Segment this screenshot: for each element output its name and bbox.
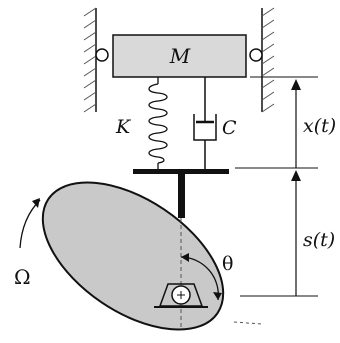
theta-label: θ <box>222 253 233 275</box>
spring-label: K <box>115 116 132 138</box>
s-label: s(t) <box>303 229 335 251</box>
right-roller <box>249 48 263 62</box>
damper-label: C <box>222 117 237 139</box>
s-dimension-arrow <box>291 170 301 296</box>
left-roller <box>95 48 109 62</box>
follower-stem <box>178 174 185 218</box>
right-wall <box>261 7 275 113</box>
omega-arrow <box>19 198 41 249</box>
cam-disk <box>41 181 225 331</box>
spring <box>148 77 168 170</box>
left-wall <box>83 7 97 113</box>
x-dimension-arrow <box>291 79 301 168</box>
pivot-support <box>154 283 208 308</box>
bottom-reference <box>233 321 263 325</box>
mass-label: M <box>169 44 191 68</box>
mass-block <box>112 34 247 78</box>
follower-plate <box>133 169 229 174</box>
omega-label: Ω <box>14 265 31 289</box>
theta-arc <box>180 253 222 301</box>
x-label: x(t) <box>303 115 336 137</box>
damper <box>193 77 217 170</box>
